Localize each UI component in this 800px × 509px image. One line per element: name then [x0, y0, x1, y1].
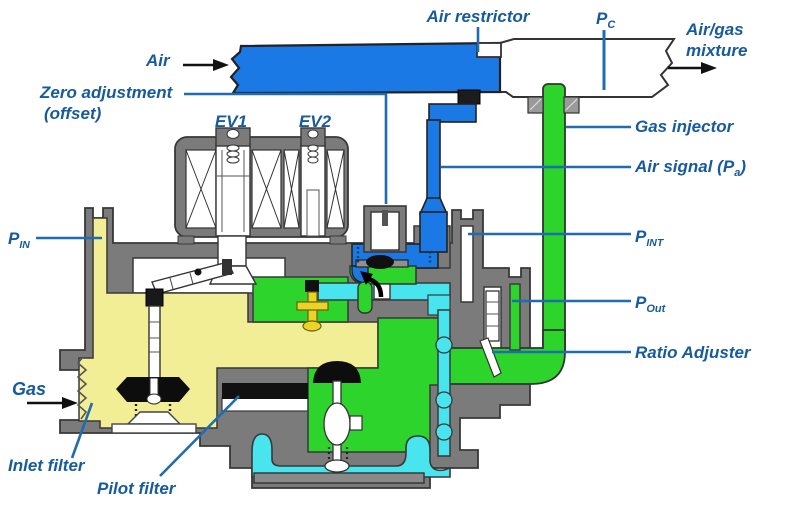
servo-signal-channels	[251, 282, 453, 484]
ev1-spring-coil	[226, 144, 240, 152]
ev1-spring-coil	[226, 156, 240, 164]
air-duct	[229, 41, 502, 95]
label-gas-injector: Gas injector	[635, 117, 735, 136]
inlet-filter-zigzag	[76, 356, 88, 420]
channel-port	[435, 423, 453, 441]
ev1-disc-nut	[146, 393, 162, 405]
flow-arrow-curved	[368, 276, 384, 298]
lever-tick	[169, 277, 174, 290]
label-air-gas-line1: Air/gas	[685, 20, 744, 39]
air-signal-pipe	[418, 89, 481, 253]
leader-lines	[36, 27, 631, 477]
main-diaphragm-plate	[253, 472, 425, 484]
label-ev1: EV1	[215, 112, 247, 131]
gas-injector-pipe	[542, 83, 566, 355]
label-zero-adjustment-line2: (offset)	[44, 104, 102, 123]
lever-pin-block	[222, 259, 232, 275]
stem-foot	[324, 459, 350, 473]
ev2-screw	[307, 129, 319, 139]
yoke-foot	[177, 235, 195, 245]
air-duct-assembly	[229, 30, 676, 98]
signal-pipe-vertical	[426, 119, 441, 201]
coil-x	[251, 149, 282, 229]
ev2-spring-coil	[307, 156, 319, 164]
thread-hatch	[565, 98, 578, 111]
leader-zero-adjustment	[184, 92, 388, 204]
gas-arrow-head	[62, 397, 78, 409]
lever-pivot	[194, 268, 202, 276]
channel-port	[435, 336, 453, 354]
label-zero-adjustment-line1: Zero adjustment	[39, 83, 174, 102]
ev1-valve-train	[111, 235, 258, 434]
flow-arrows	[27, 59, 717, 409]
label-gas: Gas	[12, 379, 46, 399]
label-air: Air	[145, 51, 171, 70]
channel-port	[435, 391, 453, 409]
ev2-spring-coil	[307, 144, 319, 152]
ev1-plunger	[215, 127, 251, 237]
ev2-tip	[305, 280, 319, 292]
ev1-screw	[226, 129, 240, 139]
lever-tick	[189, 272, 194, 285]
labels: Air Air restrictor PC Air/gas mixture Ze…	[8, 7, 752, 498]
air-arrow-head	[213, 59, 229, 71]
ev1-spring-coil	[226, 150, 240, 158]
stem-guide-tab	[349, 415, 363, 431]
ev2-plunger	[300, 127, 326, 237]
injector-thread-blocks	[527, 96, 580, 114]
label-pint: PINT	[635, 227, 665, 249]
label-pilot-filter: Pilot filter	[97, 479, 177, 498]
diaphragm-tray	[251, 433, 451, 478]
label-pout: POut	[635, 293, 667, 315]
label-air-gas-line2: mixture	[686, 41, 747, 60]
label-ratio-adjuster: Ratio Adjuster	[635, 343, 752, 362]
label-ev2: EV2	[299, 112, 332, 131]
servo-valve	[313, 361, 363, 473]
pilot-valve-crossbar	[296, 301, 329, 311]
pilot-filter-bar	[222, 383, 308, 399]
pilot-valve-disc	[302, 320, 322, 332]
screw-slot	[382, 210, 388, 226]
label-pc: PC	[596, 9, 616, 31]
main-valve-dome	[313, 361, 361, 383]
leader-pilot-filter	[159, 395, 240, 477]
solenoid-assembly	[174, 127, 349, 245]
regulator-diaphragm	[366, 255, 394, 269]
label-pin: PIN	[8, 229, 30, 251]
ev1-rod-top	[145, 288, 164, 307]
signal-pipe-wide	[419, 211, 448, 253]
pout-channel	[509, 283, 521, 351]
stem-bulge	[323, 402, 351, 446]
label-air-signal: Air signal (Pa)	[634, 157, 746, 179]
flow-arrow-curved-head	[360, 271, 373, 285]
ev1-rod	[148, 305, 161, 381]
coil-x	[185, 149, 217, 229]
air-restrictor-notch	[476, 42, 502, 58]
label-air-restrictor: Air restrictor	[426, 7, 531, 26]
leader-inlet-filter	[70, 402, 94, 459]
label-inlet-filter: Inlet filter	[8, 456, 86, 475]
yoke-foot	[329, 235, 347, 245]
venturi-mixer-tube	[499, 38, 676, 98]
mixture-arrow-head	[701, 62, 717, 74]
zero-adjustment-regulator	[349, 205, 451, 314]
ev2-inner-rod	[306, 189, 320, 237]
ratio-needle	[479, 337, 502, 378]
coil-x	[283, 149, 300, 229]
coil-windows	[185, 149, 345, 229]
coil-x	[326, 149, 345, 229]
regulator-small-green-pipe	[357, 281, 373, 314]
ratio-adjuster-assembly	[479, 290, 502, 378]
thread-hatch	[529, 98, 542, 111]
ev2-pilot-valve	[296, 280, 329, 332]
pint-channel	[460, 225, 474, 303]
duct-tap-fitting	[457, 89, 481, 105]
ev2-spring-coil	[307, 150, 319, 158]
ev1-seat-base	[111, 423, 197, 434]
signal-pipe-jog	[428, 103, 477, 123]
ratio-screw	[485, 290, 500, 342]
